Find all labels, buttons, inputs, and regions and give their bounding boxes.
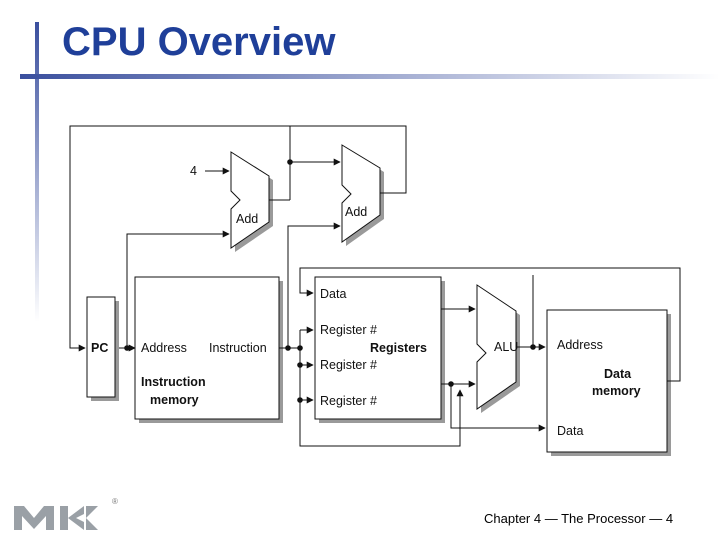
dmem-title-line1: Data [604, 367, 632, 381]
logo-k-lower-arm-icon [86, 518, 98, 530]
dmem-address-label: Address [557, 338, 603, 352]
registers-title: Registers [370, 341, 427, 355]
pc-adder-shape [230, 151, 273, 252]
alu-label: ALU [494, 340, 518, 354]
imem-instruction-label: Instruction [209, 341, 267, 355]
branch-adder-label: Add [345, 205, 367, 219]
dmem-data-label: Data [557, 424, 583, 438]
register-file-block [314, 276, 445, 423]
imem-title-line2: memory [150, 393, 199, 407]
reg-port1-label: Register # [320, 323, 377, 337]
instruction-memory-block [134, 276, 283, 423]
title-accent-bar [35, 22, 39, 322]
reg-port3-label: Register # [320, 394, 377, 408]
publisher-logo: ® [14, 497, 118, 530]
pc-label: PC [91, 341, 108, 355]
reg-port2-label: Register # [320, 358, 377, 372]
dmem-title-line2: memory [592, 384, 641, 398]
pc-adder-label: Add [236, 212, 258, 226]
logo-chevron-icon [68, 506, 84, 530]
title-underline-bar [20, 74, 720, 79]
logo-letter-k-stem-icon [60, 506, 68, 530]
logo-k-upper-arm-icon [86, 506, 98, 518]
constant-four-label: 4 [190, 164, 197, 178]
imem-address-label: Address [141, 341, 187, 355]
pc-register [86, 296, 119, 401]
reg-data-label: Data [320, 287, 346, 301]
alu-shape [476, 284, 520, 413]
registered-mark: ® [112, 497, 118, 506]
logo-letter-m-icon [14, 506, 54, 530]
data-memory-block [546, 309, 671, 456]
wire-junctions [124, 159, 536, 403]
datapath-wires [69, 125, 681, 447]
branch-adder-shape [341, 144, 384, 246]
footer-chapter-text: Chapter 4 — The Processor — 4 [484, 511, 674, 526]
imem-title-line1: Instruction [141, 375, 206, 389]
page-title: CPU Overview [62, 20, 336, 64]
